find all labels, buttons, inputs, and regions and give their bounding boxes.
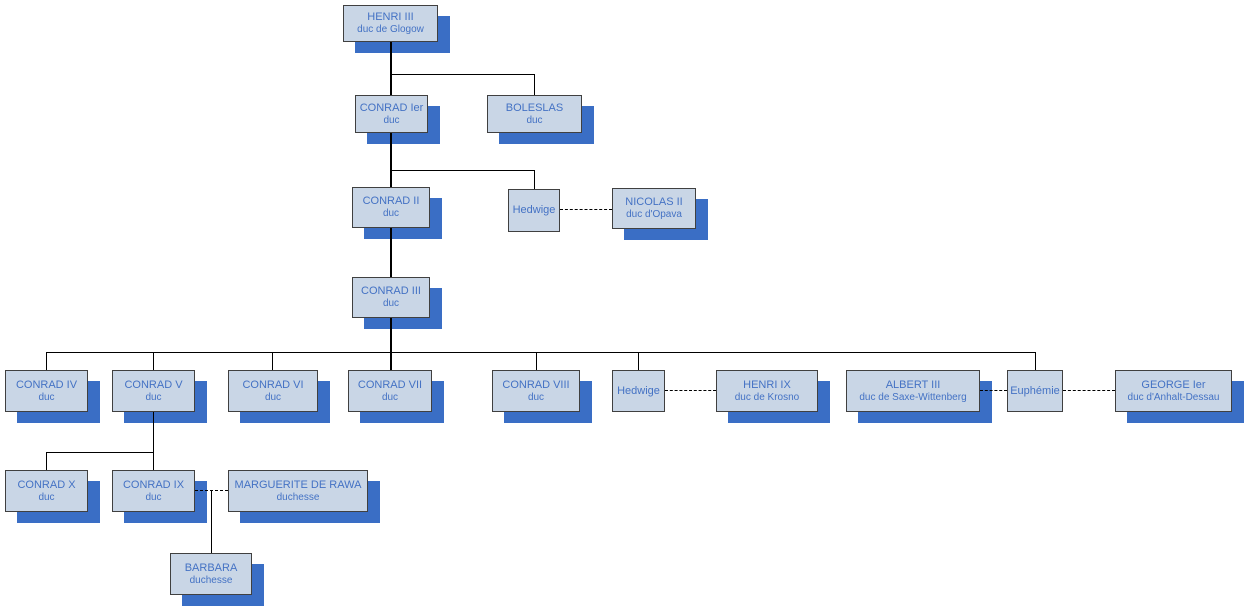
connector-line [153,452,154,470]
marriage-dashed-line [560,209,612,210]
person-title: duc [145,491,162,503]
person-name: NICOLAS II [625,196,683,208]
person-title: duc [264,391,282,403]
person-name: CONRAD V [124,378,183,391]
person-name: MARGUERITE DE RAWA [234,478,362,491]
person-title: duchesse [276,491,320,503]
person-title: duc [381,391,399,403]
connector-line [390,42,392,74]
marriage-dashed-line [1063,390,1115,391]
person-name: CONRAD VIII [502,378,570,391]
connector-line [153,352,154,370]
person-title: duc [526,114,543,126]
connector-line [390,352,392,370]
person-name: BARBARA [184,561,238,574]
person-name: CONRAD II [362,195,420,207]
person-name: ALBERT III [885,378,941,391]
connector-line [272,352,273,370]
person-title: duc [382,298,400,309]
person-name: GEORGE Ier [1141,378,1206,391]
connector-line [536,352,537,370]
person-title: duc [38,391,55,403]
person-title: duc [383,114,400,126]
person-title: duc de Krosno [734,391,800,403]
person-title: duc d'Anhalt-Dessau [1127,391,1220,403]
person-name: CONRAD X [17,478,76,491]
marriage-dashed-line [980,390,1007,391]
connector-line [1035,352,1036,370]
person-title: duc [382,208,400,219]
person-name: HENRI III [367,11,414,23]
connector-line [390,133,392,170]
person-name: CONRAD IX [122,478,185,491]
person-name: CONRAD III [361,285,421,297]
connector-line [153,412,154,452]
person-title: duchesse [189,574,233,586]
connector-line [534,74,535,95]
person-title: duc de Saxe-Wittenberg [859,391,967,403]
person-title: duc [38,491,55,503]
marriage-dashed-line [195,490,228,491]
person-name: BOLESLAS [505,101,564,114]
person-title: duc [145,391,162,403]
person-name: Hedwige [512,204,556,216]
connector-line [390,74,535,75]
person-title: duc [527,391,545,403]
person-title: duc de Glogow [357,24,424,35]
person-name: Hedwige [617,384,660,397]
person-name: HENRI IX [743,378,791,391]
person-name: Euphémie [1010,384,1060,397]
marriage-dashed-line [665,390,716,391]
connector-line [390,318,392,352]
connector-line [534,170,535,189]
person-node-euphemie[interactable]: Euphémie [1007,370,1063,412]
connector-line [638,352,639,370]
person-title: duc d'Opava [626,209,682,220]
connector-line [46,352,47,370]
person-node-hedwige-2[interactable]: Hedwige [612,370,665,412]
connector-line [390,170,535,171]
person-name: CONRAD IV [15,378,78,391]
connector-line [211,491,212,553]
person-name: CONRAD VII [357,378,423,391]
person-name: CONRAD Ier [359,101,424,114]
connector-line [46,452,47,470]
connector-line [390,170,392,187]
person-node-hedwige[interactable]: Hedwige [508,189,560,232]
connector-line [46,352,1036,353]
connector-line [390,228,392,277]
connector-line [390,74,392,95]
person-name: CONRAD VI [242,378,304,391]
connector-line [46,452,154,453]
